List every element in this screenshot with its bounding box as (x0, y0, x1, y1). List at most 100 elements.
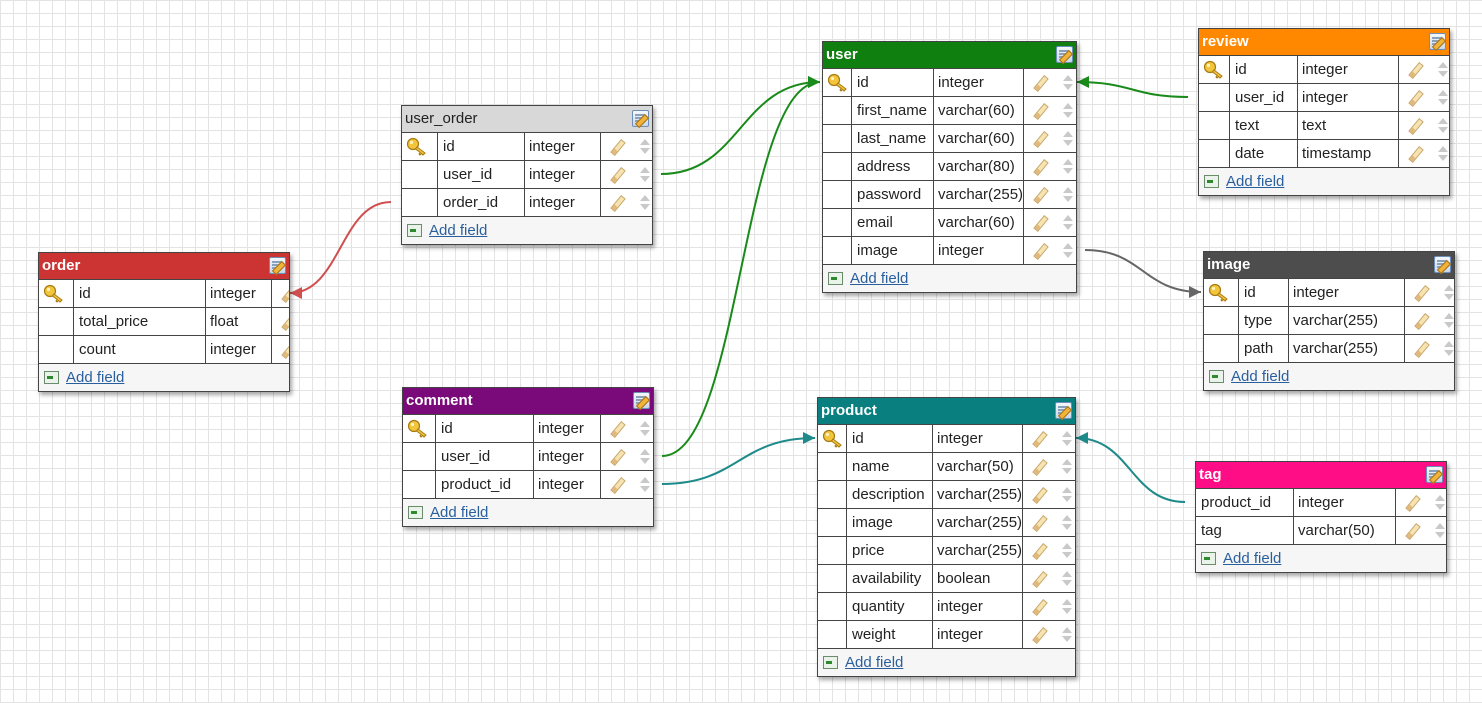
pencil-icon[interactable] (610, 167, 626, 184)
move-down-icon[interactable] (1444, 350, 1454, 356)
move-down-icon[interactable] (1062, 524, 1072, 530)
pencil-icon[interactable] (1032, 487, 1048, 504)
table-header[interactable]: user_order (402, 106, 652, 133)
add-field-icon[interactable] (823, 656, 838, 669)
move-down-icon[interactable] (1063, 112, 1073, 118)
table-header[interactable]: order (39, 253, 289, 280)
relation-line[interactable] (1084, 249, 1202, 293)
edit-table-icon[interactable] (1434, 256, 1451, 273)
add-field-icon[interactable] (408, 506, 423, 519)
move-up-icon[interactable] (1438, 90, 1448, 96)
pencil-icon[interactable] (610, 449, 626, 466)
table-header[interactable]: user (823, 42, 1076, 69)
move-up-icon[interactable] (1063, 131, 1073, 137)
pencil-icon[interactable] (1414, 313, 1430, 330)
move-up-icon[interactable] (640, 195, 650, 201)
move-down-icon[interactable] (1062, 496, 1072, 502)
add-field-icon[interactable] (407, 224, 422, 237)
move-down-icon[interactable] (1435, 504, 1445, 510)
move-down-icon[interactable] (1063, 224, 1073, 230)
edit-table-icon[interactable] (1429, 33, 1446, 50)
edit-table-icon[interactable] (1426, 466, 1443, 483)
add-field-link[interactable]: Add field (1231, 368, 1290, 385)
move-up-icon[interactable] (1435, 523, 1445, 529)
relation-line[interactable] (1075, 437, 1186, 503)
move-down-icon[interactable] (640, 430, 650, 436)
add-field-link[interactable]: Add field (1226, 173, 1285, 190)
pencil-icon[interactable] (1033, 75, 1049, 92)
pencil-icon[interactable] (610, 421, 626, 438)
move-up-icon[interactable] (1062, 627, 1072, 633)
move-down-icon[interactable] (1438, 155, 1448, 161)
pencil-icon[interactable] (1032, 431, 1048, 448)
move-down-icon[interactable] (1435, 532, 1445, 538)
move-down-icon[interactable] (1063, 252, 1073, 258)
move-down-icon[interactable] (1063, 168, 1073, 174)
edit-table-icon[interactable] (632, 110, 649, 127)
pencil-icon[interactable] (1032, 571, 1048, 588)
move-up-icon[interactable] (1062, 571, 1072, 577)
edit-table-icon[interactable] (1055, 402, 1072, 419)
move-up-icon[interactable] (1062, 459, 1072, 465)
edit-table-icon[interactable] (1056, 46, 1073, 63)
relation-line[interactable] (661, 81, 821, 457)
add-field-icon[interactable] (1201, 552, 1216, 565)
move-up-icon[interactable] (1063, 243, 1073, 249)
pencil-icon[interactable] (1033, 243, 1049, 260)
add-field-link[interactable]: Add field (1223, 550, 1282, 567)
move-up-icon[interactable] (1063, 187, 1073, 193)
move-down-icon[interactable] (640, 176, 650, 182)
pencil-icon[interactable] (1033, 187, 1049, 204)
pencil-icon[interactable] (1408, 62, 1424, 79)
add-field-link[interactable]: Add field (429, 222, 488, 239)
move-up-icon[interactable] (640, 139, 650, 145)
move-up-icon[interactable] (1063, 75, 1073, 81)
table-header[interactable]: comment (403, 388, 653, 415)
move-down-icon[interactable] (1444, 294, 1454, 300)
add-field-icon[interactable] (828, 272, 843, 285)
pencil-icon[interactable] (1408, 90, 1424, 107)
move-up-icon[interactable] (1444, 313, 1454, 319)
add-field-link[interactable]: Add field (845, 654, 904, 671)
pencil-icon[interactable] (1408, 146, 1424, 163)
pencil-icon[interactable] (1414, 285, 1430, 302)
pencil-icon[interactable] (1033, 103, 1049, 120)
pencil-icon[interactable] (610, 477, 626, 494)
pencil-icon[interactable] (281, 342, 289, 359)
move-up-icon[interactable] (1062, 543, 1072, 549)
pencil-icon[interactable] (1414, 341, 1430, 358)
move-down-icon[interactable] (1062, 636, 1072, 642)
relation-line[interactable] (660, 81, 821, 175)
move-down-icon[interactable] (1438, 127, 1448, 133)
edit-table-icon[interactable] (269, 257, 286, 274)
move-down-icon[interactable] (1438, 99, 1448, 105)
move-down-icon[interactable] (1062, 468, 1072, 474)
move-up-icon[interactable] (1062, 487, 1072, 493)
table-header[interactable]: image (1204, 252, 1454, 279)
add-field-link[interactable]: Add field (850, 270, 909, 287)
move-up-icon[interactable] (1438, 118, 1448, 124)
relation-line[interactable] (289, 201, 392, 294)
